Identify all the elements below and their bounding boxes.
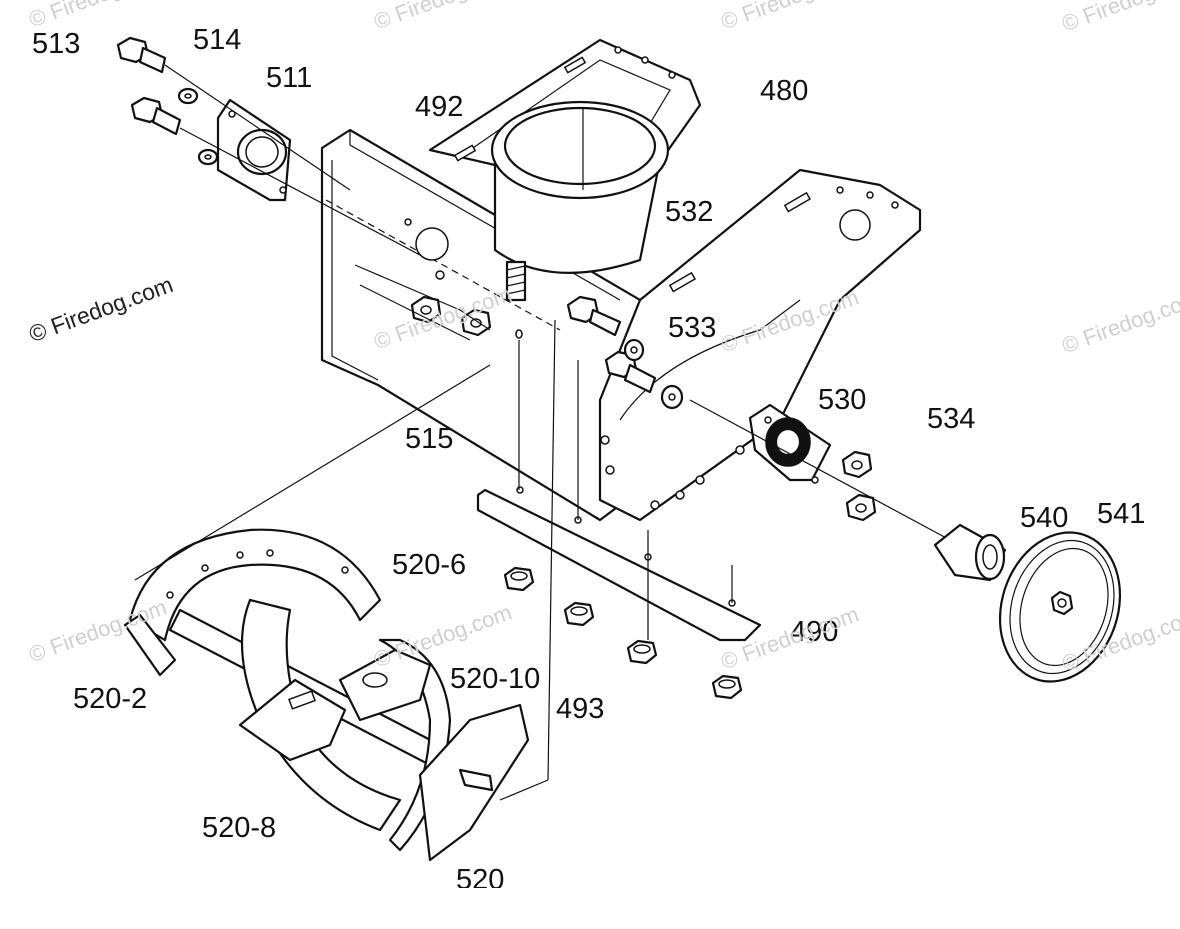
label-493: 493 — [556, 693, 605, 725]
bearing-flange-511 — [216, 98, 292, 202]
label-480: 480 — [760, 75, 809, 107]
bolts-532 — [566, 295, 657, 394]
label-520-2: 520-2 — [73, 683, 148, 715]
label-490: 490 — [790, 616, 839, 648]
label-492: 492 — [415, 91, 464, 123]
label-540: 540 — [1020, 502, 1069, 534]
nuts-534 — [841, 450, 877, 522]
washers-514 — [177, 87, 219, 166]
label-513: 513 — [32, 28, 81, 60]
chute-cylinder — [490, 100, 670, 274]
bolts-513 — [116, 36, 182, 136]
auger-assembly-520 — [123, 528, 530, 862]
washers-533 — [623, 338, 684, 410]
spring-492 — [505, 260, 527, 339]
label-530: 530 — [818, 384, 867, 416]
label-520-10: 520-10 — [450, 663, 541, 695]
label-511: 511 — [266, 62, 313, 94]
label-532: 532 — [665, 196, 714, 228]
label-520: 520 — [456, 866, 505, 888]
nuts-493 — [503, 566, 743, 700]
label-520-6: 520-6 — [392, 549, 467, 581]
label-515: 515 — [405, 423, 454, 455]
label-541: 541 — [1097, 498, 1146, 530]
spacer-540 — [933, 523, 1007, 582]
gearbox-frame — [598, 168, 922, 522]
label-533: 533 — [668, 312, 717, 344]
label-514: 514 — [193, 24, 242, 56]
label-534: 534 — [927, 403, 976, 435]
pulley-541 — [998, 531, 1122, 683]
label-520-8: 520-8 — [202, 812, 277, 844]
bearing-530 — [748, 403, 832, 484]
